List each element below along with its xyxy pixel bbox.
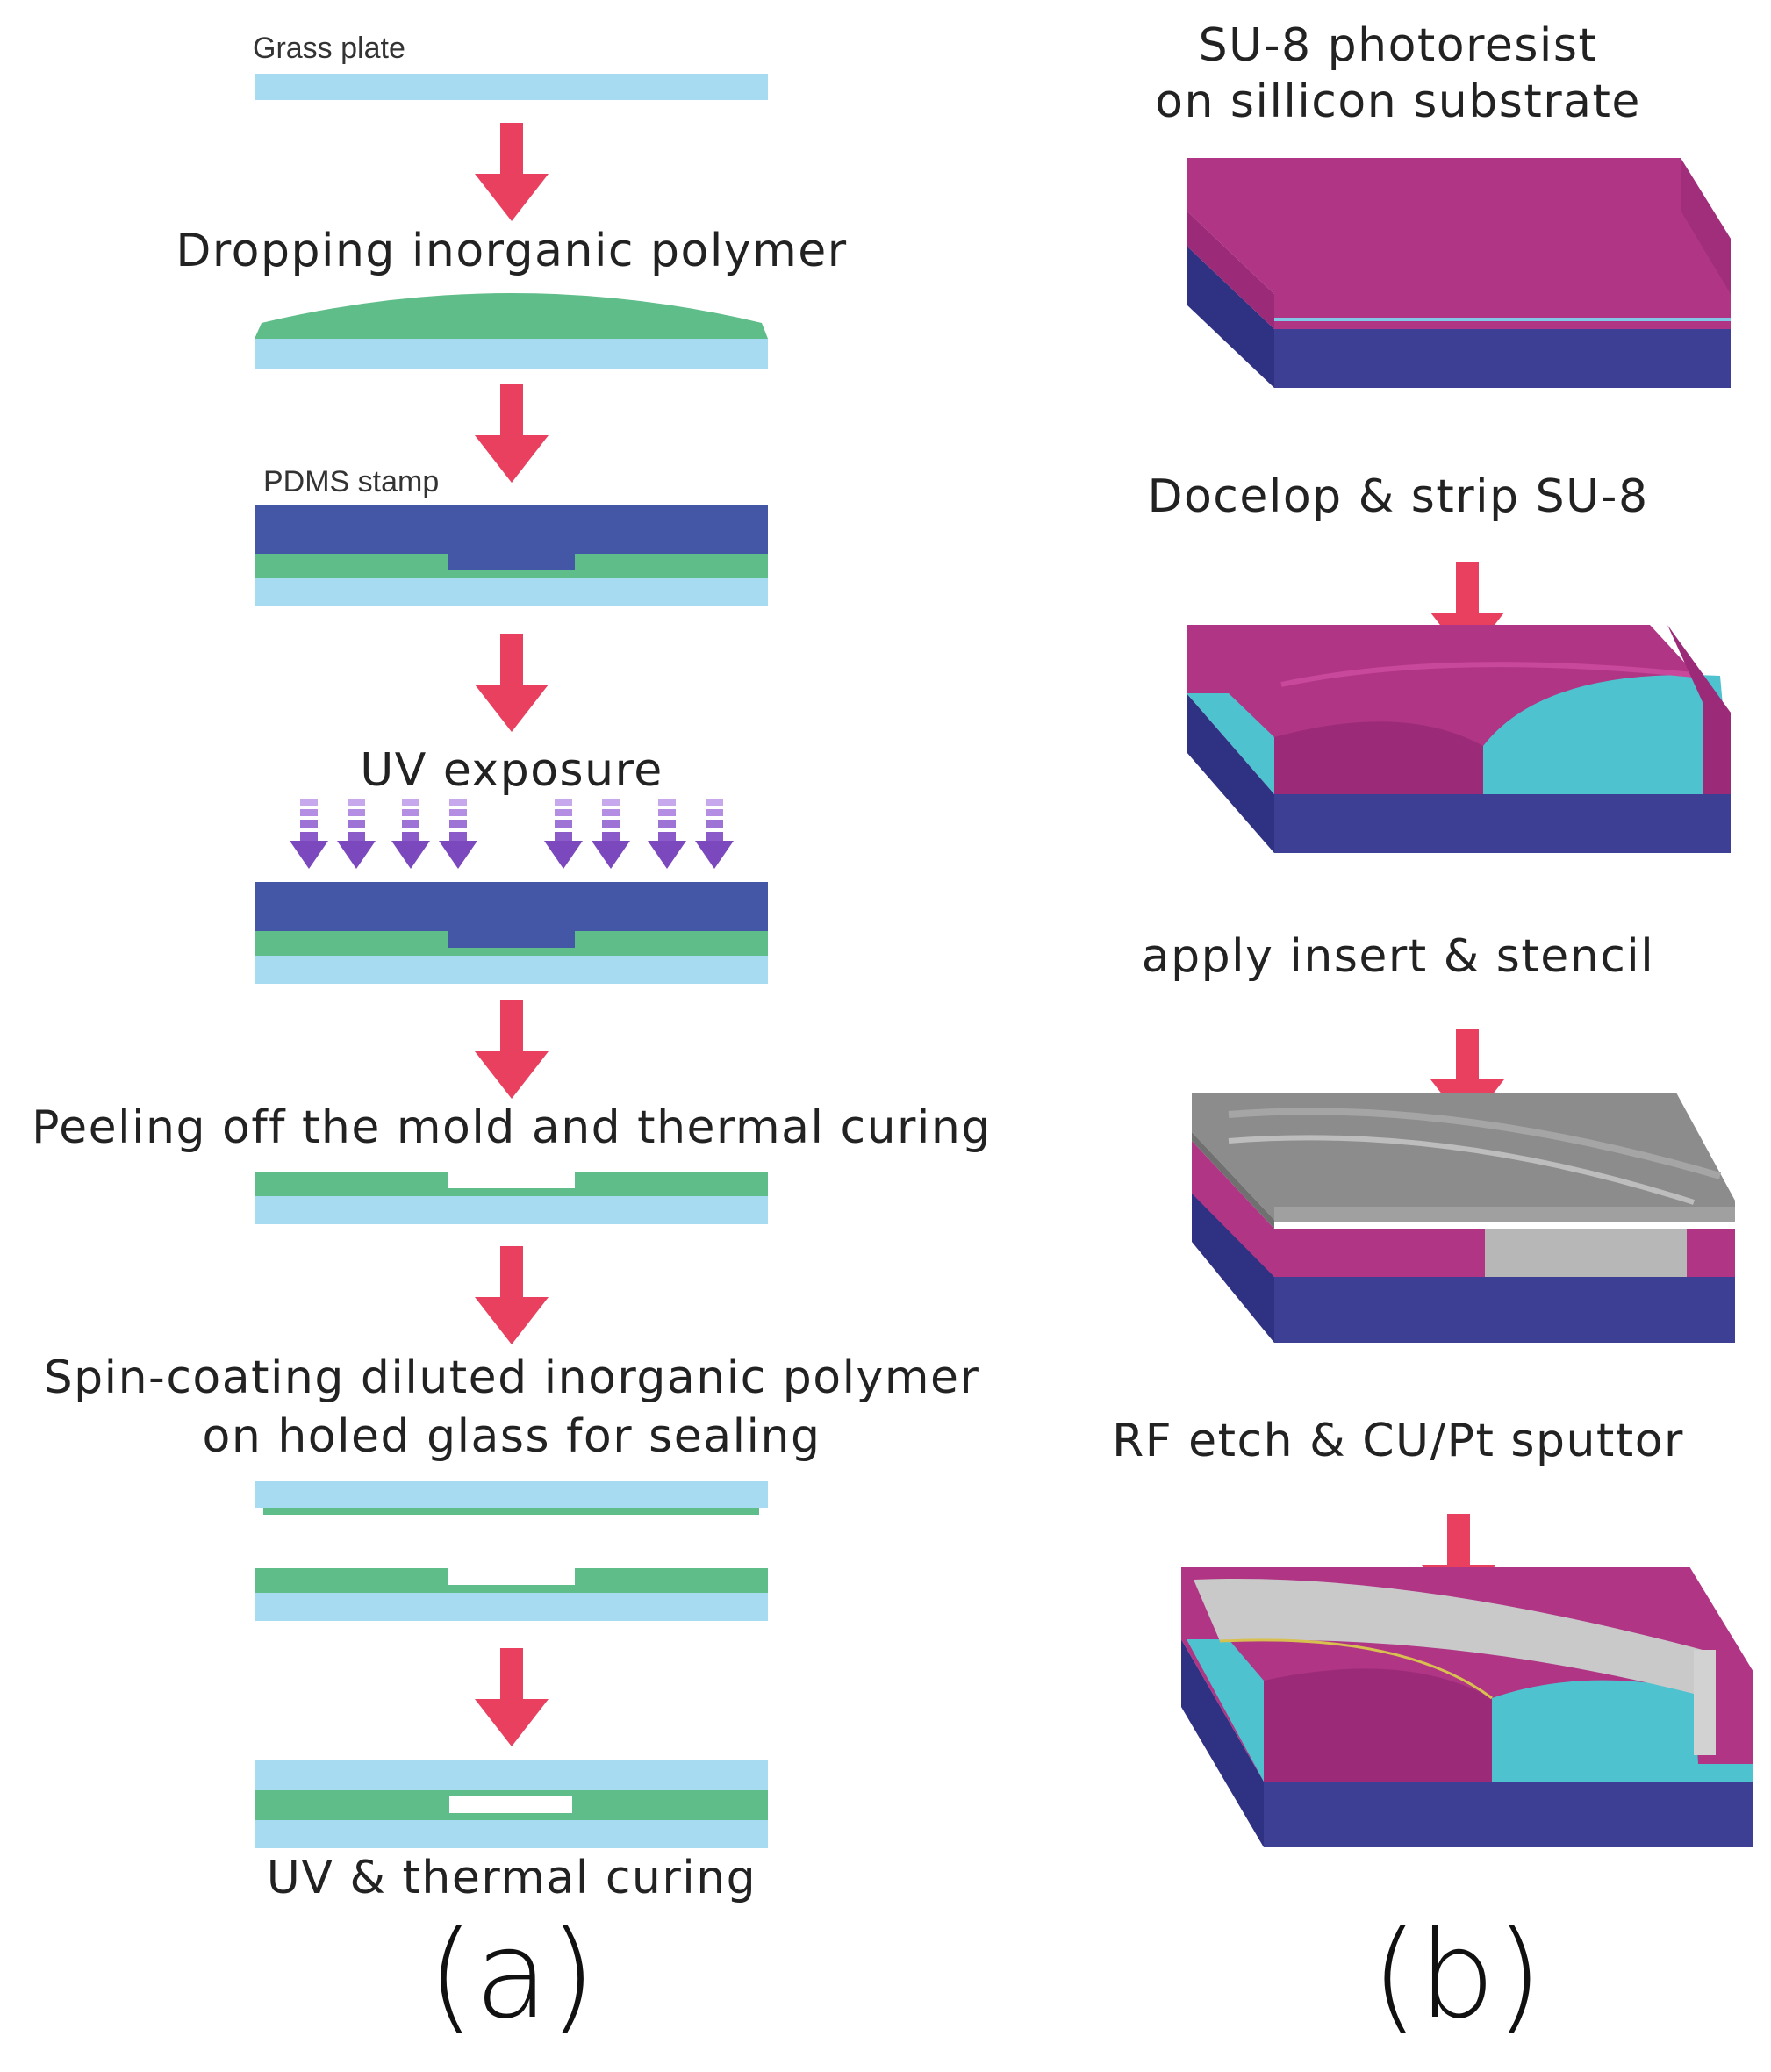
glass-plate <box>255 74 768 100</box>
label-spin-coating-1: Spin-coating diluted inorganic polymer <box>43 1351 980 1404</box>
step-arrow <box>475 1648 549 1746</box>
polymer-layer <box>448 1585 575 1593</box>
label-dropping: Dropping inorganic polymer <box>176 225 848 277</box>
label-uv-thermal-curing: UV & thermal curing <box>266 1852 757 1904</box>
polymer-layer <box>255 931 448 956</box>
polymer-layer <box>575 1568 768 1593</box>
uv-arrow <box>592 799 630 869</box>
polymer-layer <box>448 570 575 578</box>
uv-arrow <box>695 799 734 869</box>
glass-plate <box>255 1820 768 1848</box>
uv-arrow <box>290 799 328 869</box>
label-su8-1: SU-8 photoresist <box>1198 19 1598 72</box>
polymer-layer <box>255 1172 448 1196</box>
step-arrow <box>475 384 549 483</box>
glass-plate <box>255 578 768 606</box>
panel-b-graphics <box>1181 158 1753 1847</box>
uv-arrow <box>439 799 477 869</box>
uv-arrow <box>337 799 376 869</box>
channel <box>449 1796 572 1813</box>
panel-a-label: (a) <box>427 1904 597 2046</box>
pdms-stamp <box>255 882 768 931</box>
glass-plate <box>255 339 768 369</box>
label-peeling: Peeling off the mold and thermal curing <box>32 1101 992 1154</box>
uv-arrow <box>544 799 583 869</box>
step-arrow <box>475 123 549 221</box>
panel-a-graphics <box>255 74 768 1848</box>
developed-block <box>1187 625 1731 853</box>
label-insert-stencil: apply insert & stencil <box>1141 930 1655 983</box>
sputtered-block <box>1181 1567 1753 1847</box>
step-arrow <box>475 1000 549 1099</box>
label-glass-plate: Grass plate <box>253 32 405 65</box>
label-uv-exposure: UV exposure <box>360 744 663 797</box>
step-arrow <box>475 1246 549 1344</box>
label-su8-2: on sillicon substrate <box>1155 75 1641 128</box>
polymer-layer <box>448 948 575 956</box>
polymer-layer <box>255 554 448 578</box>
panel-b-label: (b) <box>1371 1904 1543 2046</box>
polymer-layer <box>575 931 768 956</box>
step-arrow <box>475 634 549 732</box>
glass-plate <box>255 1196 768 1224</box>
pdms-protrusion <box>448 554 575 570</box>
label-rf-etch: RF etch & CU/Pt sputtor <box>1112 1415 1684 1467</box>
label-develop: Docelop & strip SU-8 <box>1147 470 1649 523</box>
holed-glass <box>255 1481 768 1508</box>
polymer-layer <box>255 1568 448 1593</box>
polymer-layer <box>575 1172 768 1196</box>
glass-plate <box>255 1593 768 1621</box>
holed-glass <box>255 1760 768 1790</box>
polymer-layer <box>448 1188 575 1196</box>
polymer-drop <box>255 293 768 339</box>
insert-block <box>1192 1093 1735 1343</box>
uv-arrow <box>391 799 430 869</box>
uv-light-arrows <box>290 799 734 869</box>
label-pdms-stamp: PDMS stamp <box>263 465 440 498</box>
su8-block <box>1187 158 1731 388</box>
glass-plate <box>255 956 768 984</box>
pdms-stamp <box>255 505 768 554</box>
label-spin-coating-2: on holed glass for sealing <box>202 1410 821 1463</box>
polymer-layer <box>575 554 768 578</box>
thin-polymer-coat <box>263 1508 759 1515</box>
uv-arrow <box>648 799 686 869</box>
pdms-protrusion <box>448 931 575 948</box>
